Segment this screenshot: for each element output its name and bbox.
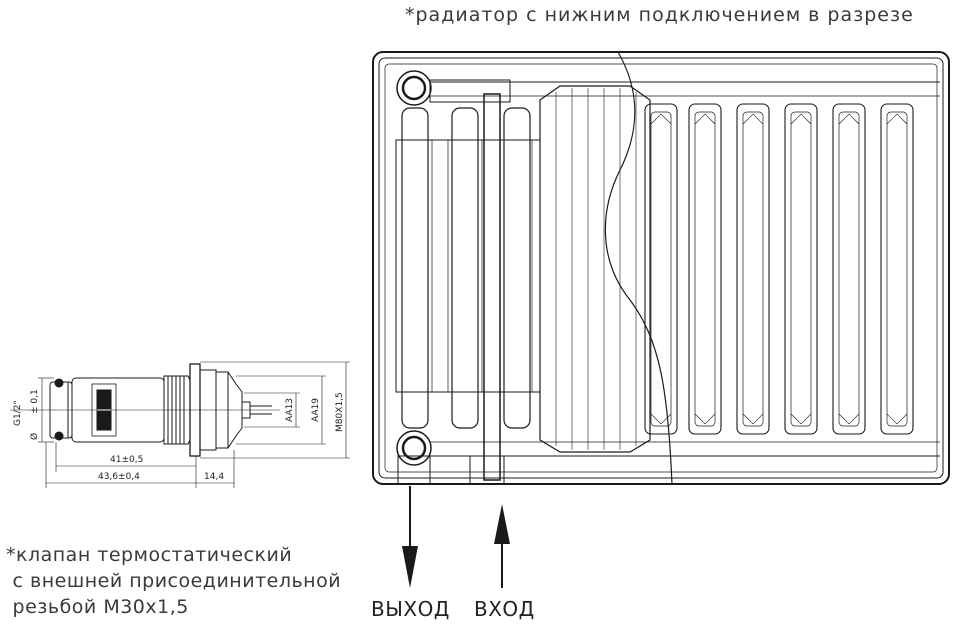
dim-length-end: 14,4 xyxy=(204,472,224,482)
valve-caption-line-3: резьбой M30x1,5 xyxy=(6,596,189,618)
dim-aa19: AA19 xyxy=(311,398,321,422)
valve-drawing xyxy=(10,361,350,488)
valve-caption: *клапан термостатический с внешней присо… xyxy=(6,542,341,620)
dim-length-inner: 41±0,5 xyxy=(110,455,143,465)
outlet-arrow xyxy=(402,486,418,588)
dim-length-outer: 43,6±0,4 xyxy=(98,472,140,482)
radiator-drawing xyxy=(372,51,950,485)
outlet-label: ВЫХОД xyxy=(371,597,450,621)
dim-m80: M80X1,5 xyxy=(335,392,345,432)
dim-diameter-tolerance: ± 0,1 xyxy=(30,389,40,414)
dim-aa13: AA13 xyxy=(285,398,295,422)
valve-caption-line-2: с внешней присоединительной xyxy=(6,570,342,592)
dim-diameter-symbol: Ø xyxy=(29,433,40,440)
radiator-caption: *радиатор с нижним подключением в разрез… xyxy=(405,4,914,26)
inlet-arrow xyxy=(494,504,510,588)
valve-caption-line-1: *клапан термостатический xyxy=(6,544,293,566)
inlet-label: ВХОД xyxy=(474,597,535,621)
dim-thread: G1/2" xyxy=(13,400,23,426)
